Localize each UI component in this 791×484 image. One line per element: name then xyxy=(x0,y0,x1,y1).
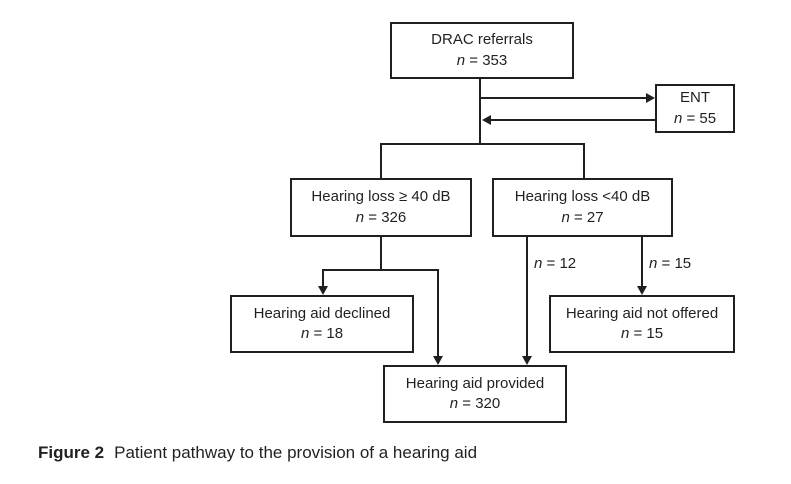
node-count: n = 326 xyxy=(355,208,407,226)
connector-loss-ge-stem xyxy=(380,237,382,271)
node-hearing-aid-not-offered: Hearing aid not offered n = 15 xyxy=(549,295,735,353)
node-count: n = 353 xyxy=(456,51,508,69)
node-count: n = 320 xyxy=(449,395,501,412)
node-hearing-aid-provided: Hearing aid provided n = 320 xyxy=(383,365,567,423)
connector-drac-to-ent xyxy=(480,97,647,99)
arrowhead-from-ent xyxy=(482,115,491,125)
edge-label-n15: n = 15 xyxy=(649,255,692,272)
node-label: DRAC referrals xyxy=(431,31,533,49)
node-count: n = 27 xyxy=(561,208,604,226)
node-label: Hearing loss <40 dB xyxy=(514,188,651,206)
node-label: Hearing aid provided xyxy=(405,374,545,392)
connector-lt-to-provided xyxy=(526,237,528,357)
connector-drac-stem xyxy=(479,79,481,145)
node-count: n = 18 xyxy=(300,325,344,342)
arrowhead-lt-into-provided xyxy=(522,356,532,365)
connector-to-declined xyxy=(322,269,324,287)
figure-caption-text: Patient pathway to the provision of a he… xyxy=(114,443,478,462)
arrowhead-ge-into-provided xyxy=(433,356,443,365)
arrowhead-into-not-offered xyxy=(637,286,647,295)
node-label: ENT xyxy=(680,89,710,107)
node-hearing-loss-lt-40: Hearing loss <40 dB n = 27 xyxy=(492,178,673,237)
node-hearing-loss-ge-40: Hearing loss ≥ 40 dB n = 326 xyxy=(290,178,472,237)
connector-to-loss-ge xyxy=(380,143,382,178)
node-count: n = 55 xyxy=(673,109,717,127)
node-label: Hearing loss ≥ 40 dB xyxy=(311,188,451,206)
figure-caption: Figure 2 Patient pathway to the provision… xyxy=(38,443,477,463)
arrowhead-into-ent xyxy=(646,93,655,103)
connector-ent-return xyxy=(490,119,655,121)
connector-to-loss-lt xyxy=(583,143,585,178)
node-label: Hearing aid declined xyxy=(253,304,391,322)
edge-label-n12: n = 12 xyxy=(534,255,577,272)
node-label: Hearing aid not offered xyxy=(565,304,719,322)
node-hearing-aid-declined: Hearing aid declined n = 18 xyxy=(230,295,414,353)
connector-ge-to-provided xyxy=(437,269,439,357)
node-drac-referrals: DRAC referrals n = 353 xyxy=(390,22,574,79)
node-count: n = 15 xyxy=(620,325,664,342)
figure-caption-label: Figure 2 xyxy=(38,443,105,462)
arrowhead-into-declined xyxy=(318,286,328,295)
connector-lt-to-not-offered xyxy=(641,237,643,287)
connector-branch-horizontal xyxy=(380,143,585,145)
connector-loss-ge-branch xyxy=(322,269,439,271)
node-ent: ENT n = 55 xyxy=(655,84,735,133)
